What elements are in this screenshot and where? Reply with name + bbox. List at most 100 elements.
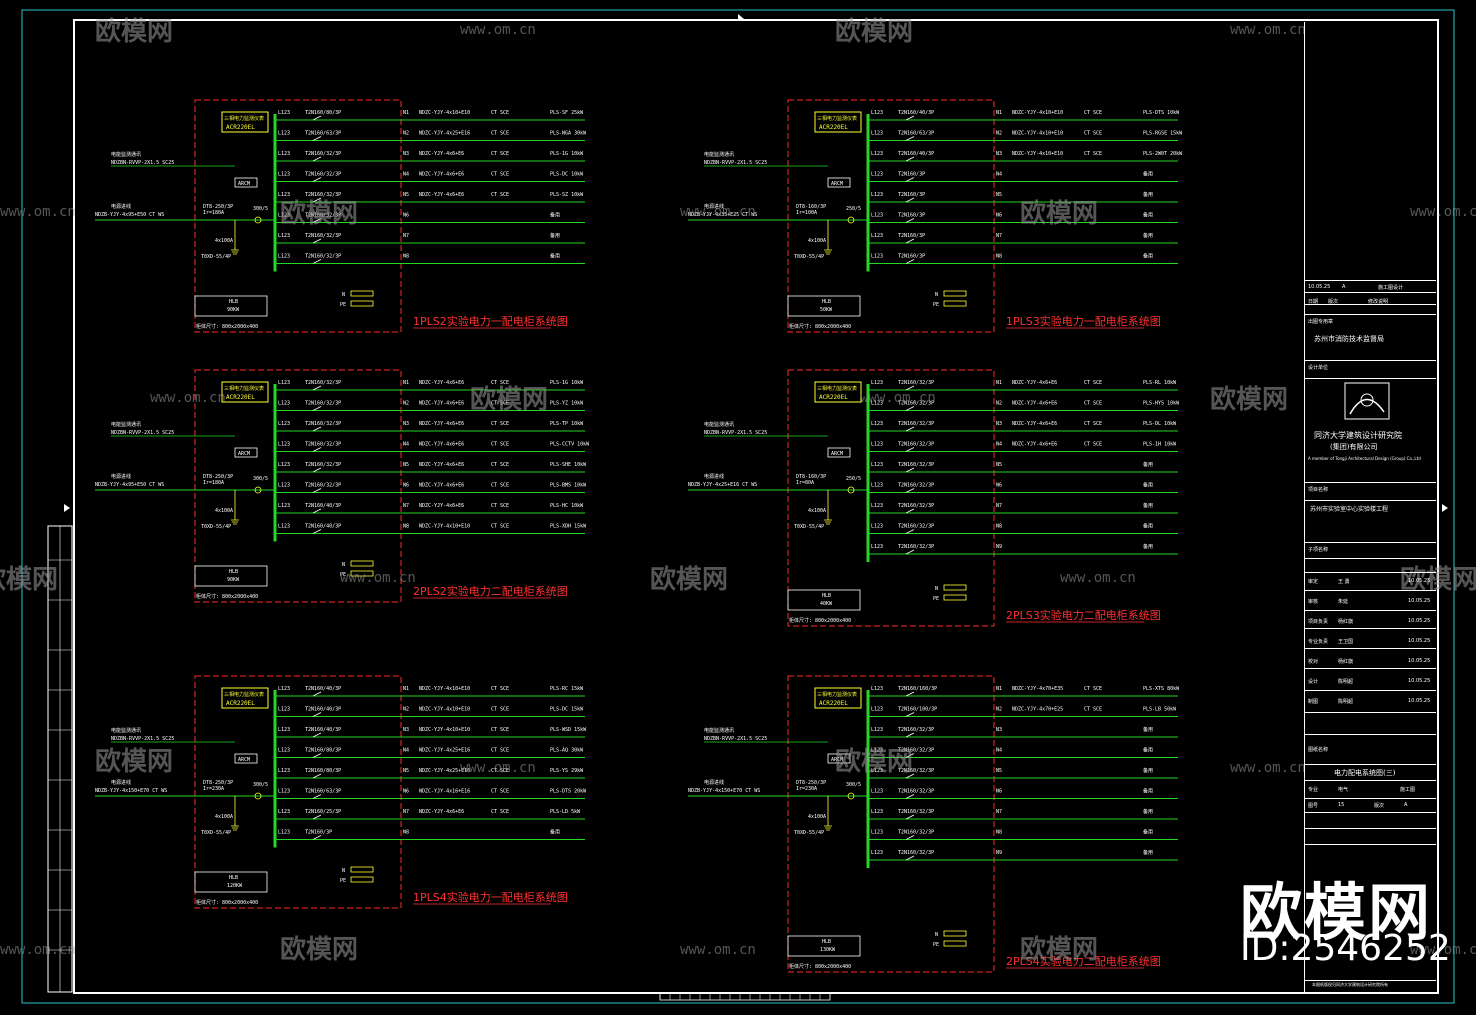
circuit-breaker: T2N160/3P	[305, 830, 332, 836]
circuit-breaker: T2N160/32/3P	[305, 401, 341, 407]
breaker-icon	[905, 385, 915, 391]
title-block-rule	[1304, 378, 1436, 379]
cable-in-label: 电源进线	[704, 779, 724, 786]
circuit-phase: L123	[871, 213, 883, 219]
cable-in: NDZB-YJY-4x95+E50 CT WS	[95, 482, 164, 488]
circuit-load: PLS-RGSE 15kW	[1143, 131, 1183, 137]
circuit-phase: L123	[278, 789, 290, 795]
power-box	[194, 295, 268, 317]
circuit-breaker: T2N160/40/3P	[898, 151, 934, 157]
meter-model: ACR220EL	[819, 394, 848, 401]
rev-head-desc: 修改说明	[1368, 299, 1389, 305]
power-label: HLB	[822, 593, 831, 599]
control-cable: NDZBN-RVVP-2X1.5 SC25	[111, 736, 174, 742]
circuit-breaker: T2N160/32/3P	[898, 809, 934, 815]
panel-enclosure	[194, 369, 402, 603]
circuit-conduit: CT SCE	[491, 503, 509, 509]
fuse: 4x100A	[215, 814, 233, 820]
breaker-icon	[905, 712, 915, 717]
circuit-breaker: T2N160/80/3P	[305, 110, 341, 116]
circuit-phase: L123	[278, 213, 290, 219]
breaker-icon	[312, 426, 322, 432]
circuit-breaker: T2N160/32/3P	[305, 442, 341, 448]
circuit-number: N8	[403, 254, 409, 260]
breaker-icon	[312, 814, 322, 820]
neutral-bar	[943, 290, 967, 297]
watermark-logo: 欧模网	[95, 746, 173, 777]
panel-title: 2PLS2实验电力二配电柜系统图	[413, 584, 568, 598]
circuit-number: N2	[403, 131, 409, 137]
circuit-phase: L123	[871, 442, 883, 448]
firm-name: 同济大学建筑设计研究院	[1314, 431, 1402, 440]
panel-title: 1PLS3实验电力一配电柜系统图	[1006, 314, 1161, 328]
circuit-breaker: T2N160/32/3P	[305, 483, 341, 489]
circuit-conduit: CT SCE	[491, 110, 509, 116]
circuit-number: N7	[996, 233, 1002, 239]
breaker-icon	[905, 259, 915, 264]
breaker-icon	[312, 218, 322, 223]
watermark-url: www.om.cn	[1060, 570, 1136, 586]
signoff-date-3: 10.05.25	[1408, 638, 1431, 644]
circuit-number: N3	[996, 421, 1002, 427]
power-box	[787, 935, 861, 957]
circuit-cable: NDZC-YJY-4x6+E6	[419, 421, 464, 427]
arcm-label: ARCM	[238, 451, 250, 457]
watermark-logo: 欧模网	[1020, 934, 1098, 965]
title-block-rule	[1304, 314, 1436, 315]
pe-bar	[943, 940, 967, 947]
cabinet-size: 柜体尺寸: 800x2000x400	[196, 323, 258, 330]
circuit-number: N8	[996, 254, 1002, 260]
breaker-icon	[905, 508, 915, 514]
pe-bar	[350, 876, 374, 883]
circuit-cable: NDZC-YJY-4x6+E6	[419, 172, 464, 178]
fuse: 4x100A	[808, 508, 826, 514]
cable-in: NDZB-YJY-4x25+E16 CT WS	[688, 482, 757, 488]
neutral-label: N	[935, 292, 938, 298]
title-block-rule	[1304, 712, 1436, 713]
title-block-rule	[1304, 690, 1436, 691]
breaker-icon	[905, 447, 915, 452]
circuit-number: N3	[996, 151, 1002, 157]
circuit-load: PLS-1G 10kW	[550, 151, 584, 157]
signoff-role-5: 设计	[1308, 679, 1319, 685]
circuit-load: 备用	[1143, 829, 1153, 836]
circuit-load: PLS-DC 10kW	[550, 172, 584, 178]
circuit-cable: NDZC-YJY-4x6+E6	[419, 809, 464, 815]
power-label: HLB	[229, 569, 238, 575]
circuit-load: PLS-XDH 15kW	[550, 524, 587, 530]
panel-enclosure	[787, 369, 995, 627]
rev-head-date: 日期	[1308, 299, 1319, 305]
circuit-number: N2	[403, 707, 409, 713]
circuit-breaker: T2N160/100/3P	[898, 707, 937, 713]
circuit-breaker: T2N160/32/3P	[898, 789, 934, 795]
circuit-load: 备用	[550, 253, 560, 260]
circuit-conduit: CT SCE	[491, 768, 509, 774]
circuit-conduit: CT SCE	[1084, 442, 1102, 448]
circuit-conduit: CT SCE	[491, 131, 509, 137]
watermark-url: www.om.cn	[1410, 942, 1476, 958]
power-label: HLB	[822, 299, 831, 305]
circuit-number: N6	[403, 483, 409, 489]
meter-model: ACR220EL	[226, 124, 255, 131]
meter-model: ACR220EL	[226, 700, 255, 707]
circuit-phase: L123	[871, 172, 883, 178]
ground-icon	[231, 220, 239, 255]
circuit-cable: NDZC-YJY-4x6+E6	[1012, 442, 1057, 448]
circuit-load: PLS-BMS 10kW	[550, 483, 587, 489]
circuit-number: N1	[996, 686, 1002, 692]
circuit-load: PLS-CCTV 10kW	[550, 442, 590, 448]
signoff-role-1: 审核	[1308, 599, 1319, 605]
control-cable: NDZBN-RVVP-2X1.5 SC25	[111, 430, 174, 436]
breaker-icon	[312, 508, 322, 514]
circuit-breaker: T2N160/63/3P	[305, 789, 341, 795]
fuse: 4x100A	[808, 238, 826, 244]
rev-head-version: 版次	[1328, 299, 1339, 305]
watermark-logo: 欧模网	[1400, 564, 1476, 595]
circuit-breaker: T2N160/3P	[898, 233, 925, 239]
control-cable: NDZBN-RVVP-2X1.5 SC25	[704, 430, 767, 436]
meter-box	[221, 381, 269, 403]
rev-desc: 施工图设计	[1378, 285, 1404, 291]
circuit-load: 备用	[1143, 523, 1153, 530]
